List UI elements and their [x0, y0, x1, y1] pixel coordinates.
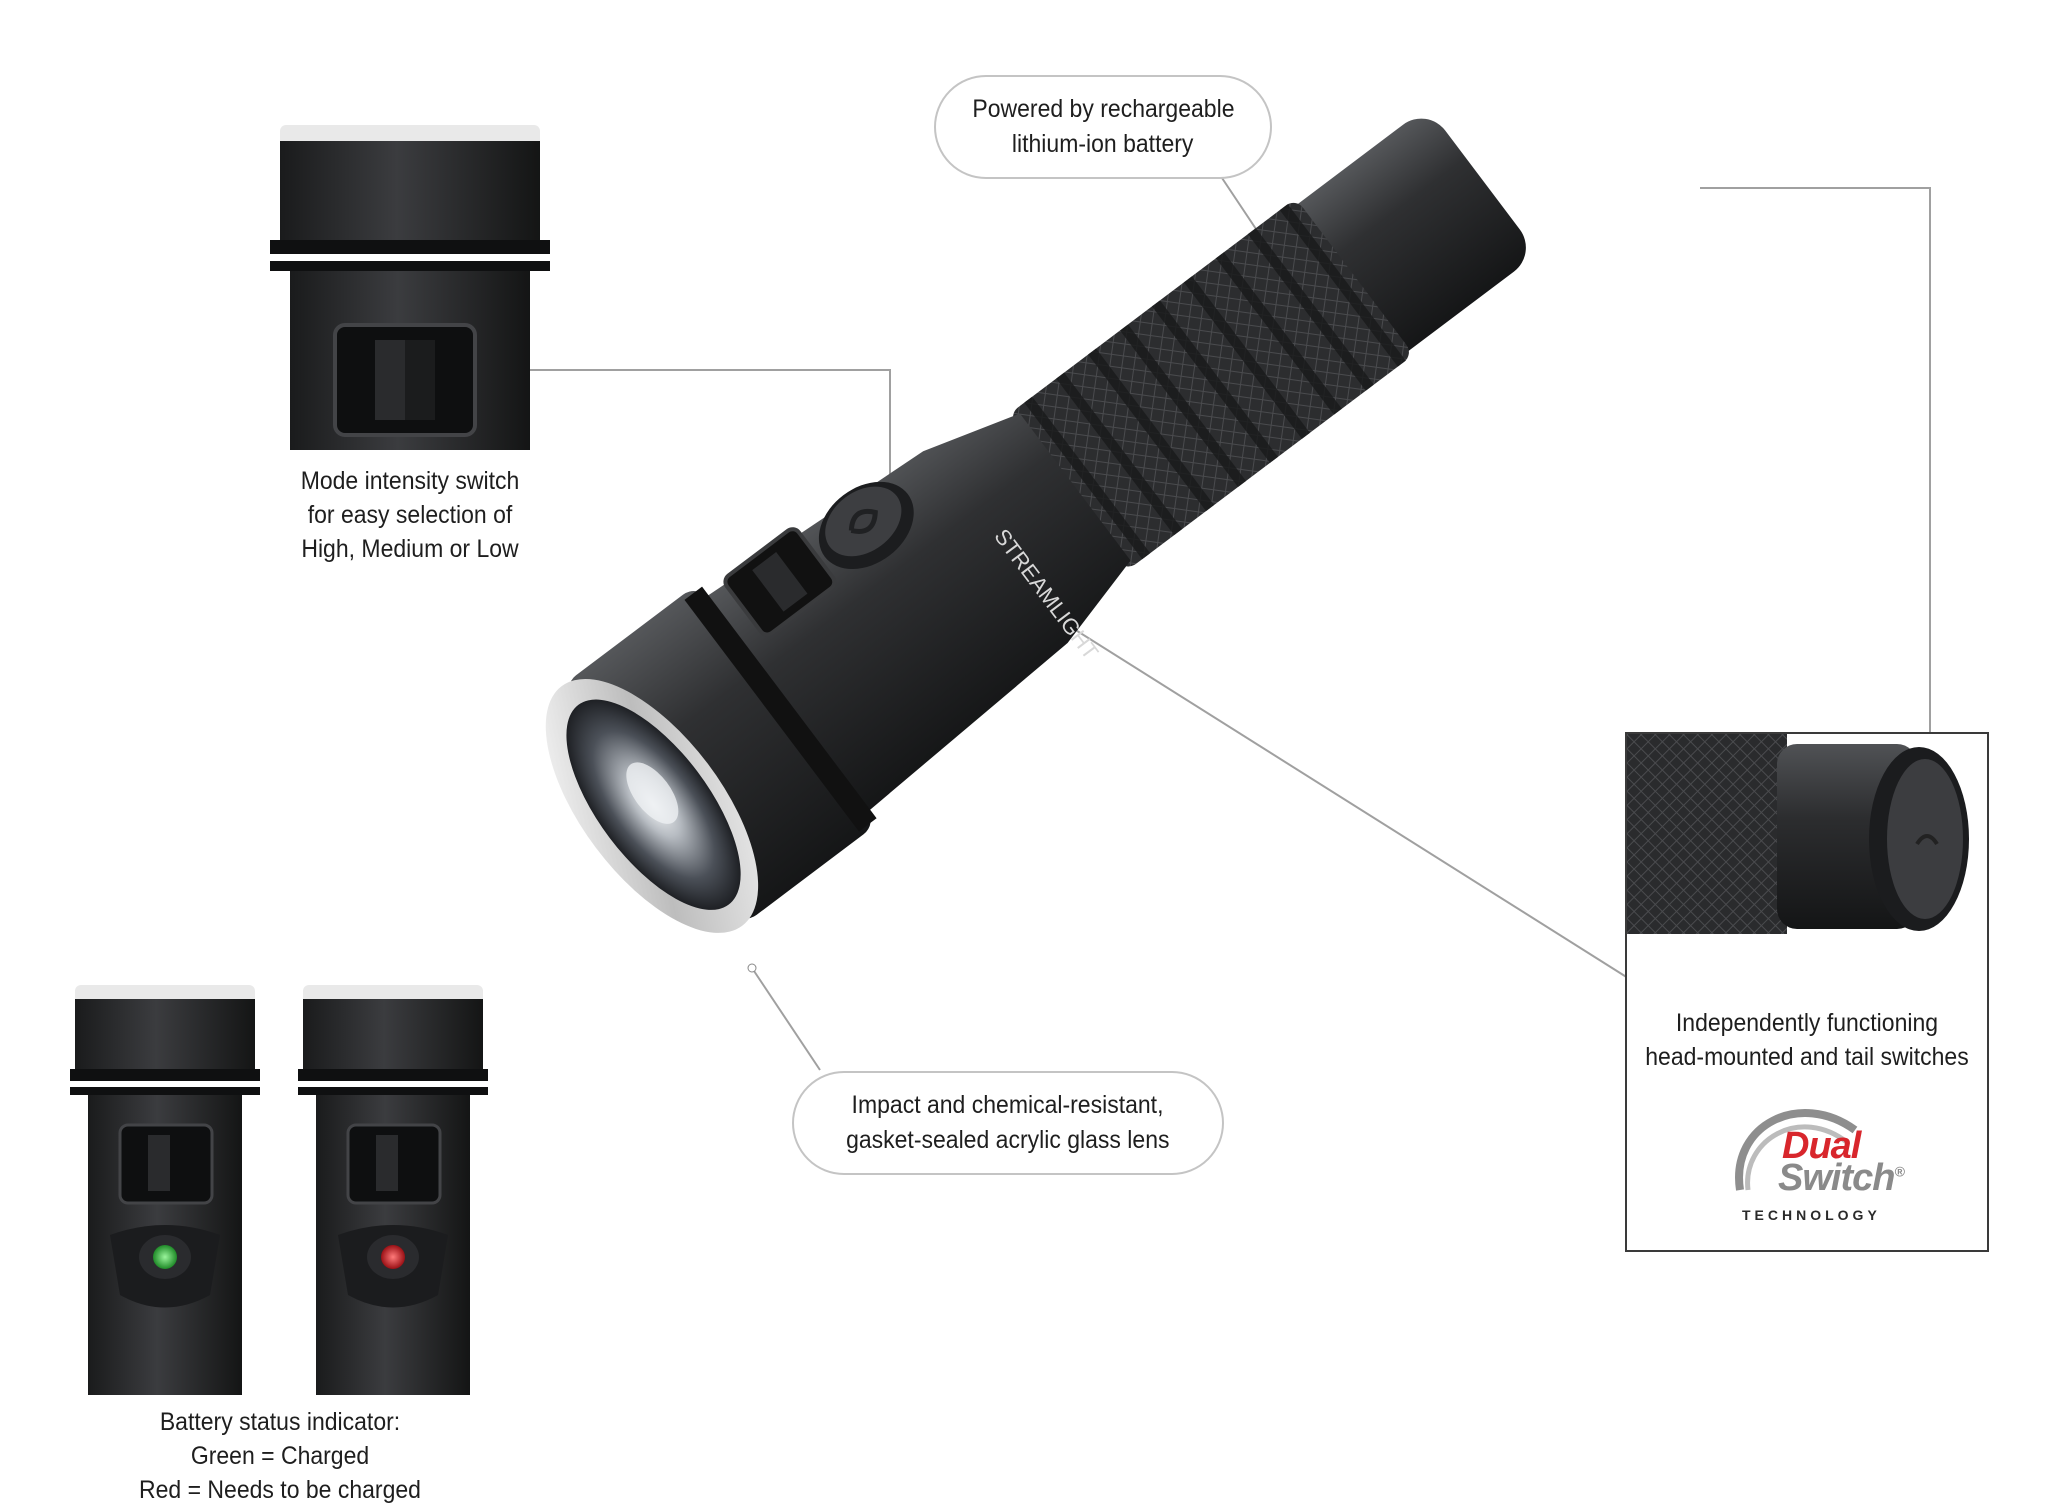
flashlight-body: [698, 413, 1131, 818]
flashlight-head: [568, 591, 871, 919]
dual-switch-swoosh-icon: [1735, 1109, 1858, 1191]
dual-switch-caption: Independently functioning head-mounted a…: [1645, 1009, 1969, 1071]
mode-switch-caption: Mode intensity switch for easy selection…: [300, 467, 520, 563]
leader-line-lens: [751, 967, 821, 1071]
leader-line-head-switch: [1027, 599, 1629, 979]
mode-switch-closeup: [270, 125, 550, 450]
mode-switch-head: [723, 527, 837, 637]
flashlight-grip: [1013, 202, 1409, 567]
status-indicator-closeup: [70, 985, 488, 1395]
indicator-red-icon: [381, 1245, 405, 1269]
indicator-green-icon: [153, 1245, 177, 1269]
flashlight-illustration: STREAMLIGHT: [545, 118, 1526, 933]
leader-line-tail-switch: [1700, 187, 1931, 802]
head-switch-button: [818, 481, 914, 570]
status-unit-red: [298, 985, 488, 1395]
callout-lens: Impact and chemical-resistant, gasket-se…: [792, 1071, 1224, 1175]
tail-switch-panel: Independently functioning head-mounted a…: [1625, 732, 1989, 1252]
tail-switch-closeup: [1627, 734, 1969, 934]
dual-switch-logo: Dual Switch® TECHNOLOGY: [1720, 1085, 1920, 1225]
status-indicator-caption: Battery status indicator: Green = Charge…: [139, 1408, 421, 1504]
status-unit-green: [70, 985, 260, 1395]
callout-battery: Powered by rechargeable lithium-ion batt…: [934, 75, 1272, 179]
